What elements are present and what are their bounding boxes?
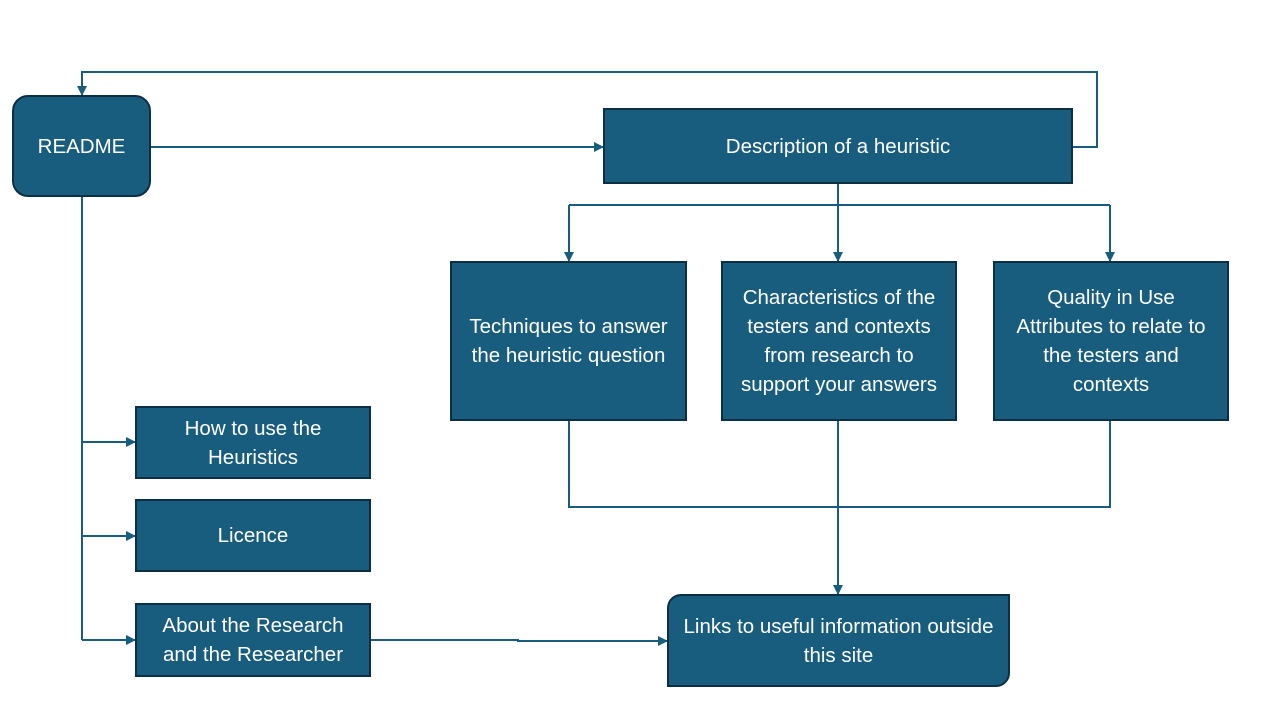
arrow-about-to-links [370, 636, 668, 646]
how-to-use-node[interactable]: How to use the Heuristics [135, 406, 371, 479]
connector-techniques-down [568, 421, 1111, 508]
quality-label: Quality in Use Attributes to relate to t… [1016, 286, 1206, 396]
links-label: Links to useful information outside this… [683, 614, 994, 667]
techniques-label: Techniques to answer the heuristic quest… [469, 315, 668, 367]
licence-label: Licence [217, 524, 289, 547]
quality-node[interactable]: Quality in Use Attributes to relate to t… [993, 261, 1229, 421]
arrow-description-to-readme [77, 71, 1098, 148]
characteristics-label: Characteristics of the testers and conte… [741, 286, 937, 396]
characteristics-node[interactable]: Characteristics of the testers and conte… [721, 261, 957, 421]
how-to-use-label: How to use the Heuristics [184, 416, 322, 469]
description-node[interactable]: Description of a heuristic [603, 108, 1073, 184]
description-label: Description of a heuristic [725, 134, 951, 158]
about-label: About the Research and the Researcher [162, 614, 344, 666]
readme-node[interactable]: README [12, 95, 151, 197]
licence-node[interactable]: Licence [135, 499, 371, 572]
techniques-node[interactable]: Techniques to answer the heuristic quest… [450, 261, 687, 421]
readme-label: README [37, 134, 126, 158]
about-node[interactable]: About the Research and the Researcher [135, 603, 371, 677]
links-node[interactable]: Links to useful information outside this… [667, 594, 1010, 687]
